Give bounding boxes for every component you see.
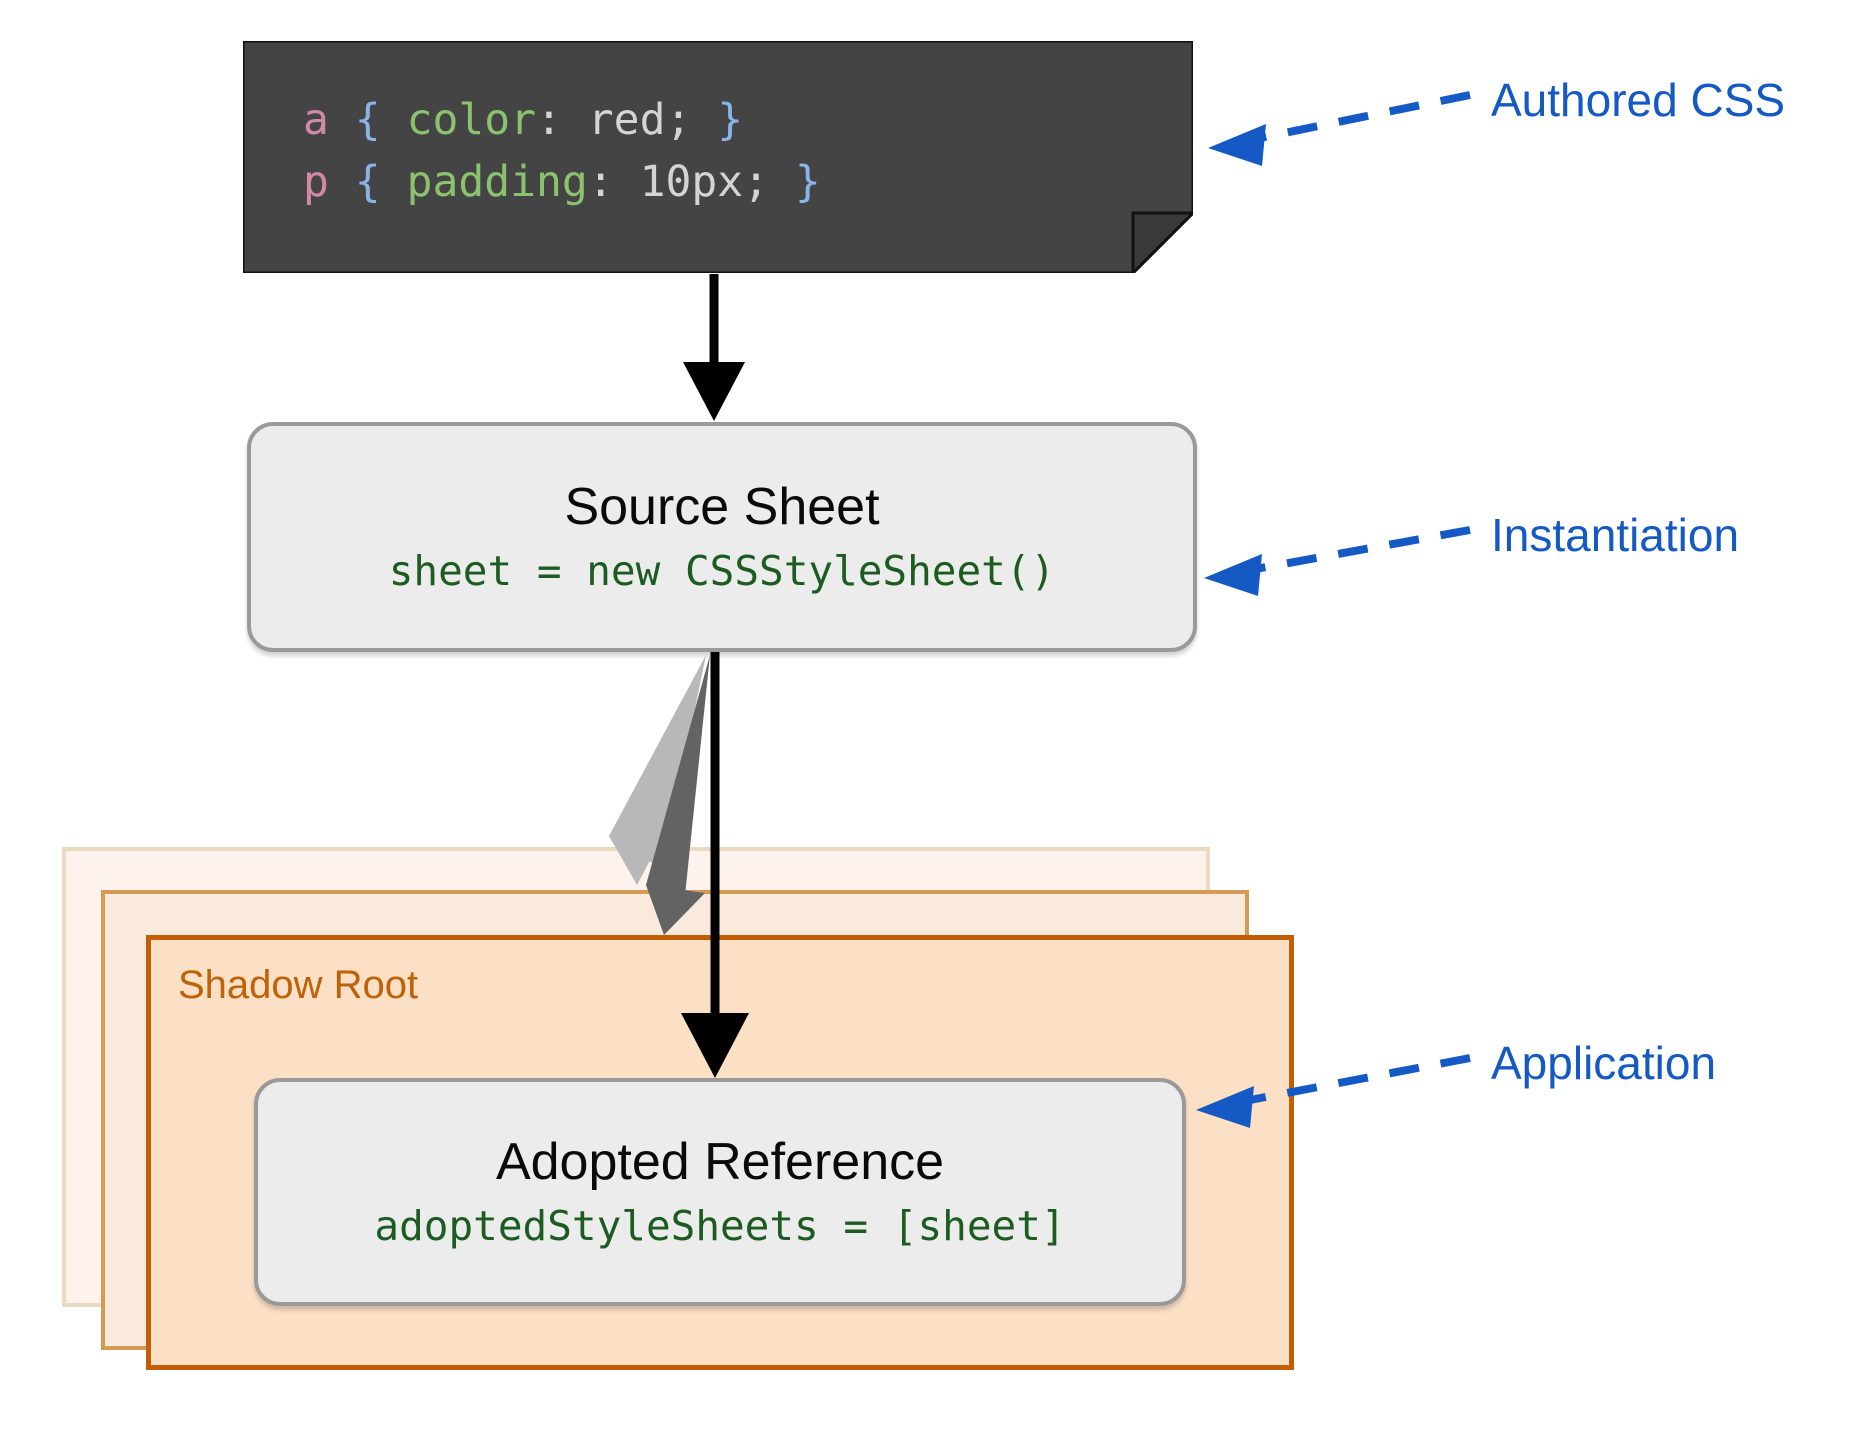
source-sheet-title: Source Sheet xyxy=(564,477,880,536)
shadow-root-label: Shadow Root xyxy=(178,963,419,1007)
css-brace-close-1: } xyxy=(691,95,744,145)
css-brace-close-2: } xyxy=(769,157,821,207)
css-property-color: color xyxy=(406,95,537,145)
css-brace-open-1: { xyxy=(328,95,407,145)
adopted-reference-code: adoptedStyleSheets = [sheet] xyxy=(374,1202,1066,1251)
css-value-red: red; xyxy=(587,95,692,145)
annotation-authored-css: Authored CSS xyxy=(1491,74,1786,126)
source-sheet-node: Source Sheet sheet = new CSSStyleSheet() xyxy=(247,422,1197,652)
css-selector-a: a xyxy=(303,95,329,145)
css-selector-p: p xyxy=(303,157,329,207)
arrow-css-to-source-sheet xyxy=(683,274,745,421)
authored-css-note: a { color: red; } p { padding: 10px; } xyxy=(241,39,1197,277)
css-property-padding: padding xyxy=(406,157,588,207)
leader-instantiation xyxy=(1204,526,1471,596)
source-sheet-code: sheet = new CSSStyleSheet() xyxy=(388,547,1056,596)
annotation-application: Application xyxy=(1491,1037,1717,1089)
code-note-shape xyxy=(241,39,1197,277)
adopted-reference-node: Adopted Reference adoptedStyleSheets = [… xyxy=(254,1078,1186,1306)
adopted-reference-title: Adopted Reference xyxy=(495,1132,945,1191)
leader-authored-css xyxy=(1208,91,1471,166)
css-code-text: a { color: red; } p { padding: 10px; } xyxy=(303,89,821,213)
css-colon-2: : xyxy=(587,157,640,207)
css-value-10px: 10px; xyxy=(639,157,770,207)
css-brace-open-2: { xyxy=(328,157,407,207)
annotation-instantiation: Instantiation xyxy=(1491,509,1740,561)
css-colon-1: : xyxy=(536,95,588,145)
